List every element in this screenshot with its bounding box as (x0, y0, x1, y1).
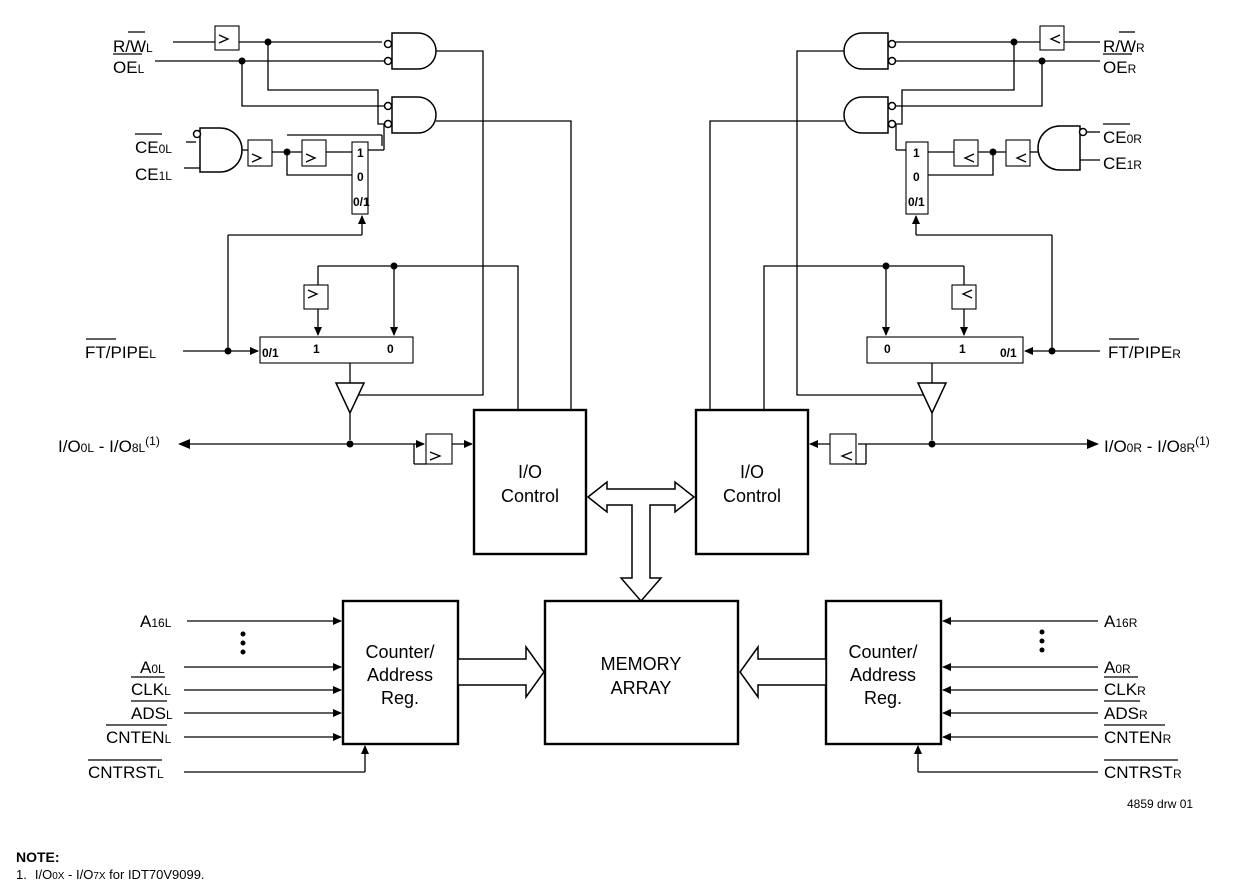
ce-mux-right-sel: 0/1 (908, 195, 925, 209)
and-gate-left-1 (391, 32, 437, 70)
ce-latch-left-2 (301, 139, 327, 167)
output-buffer-left (334, 382, 366, 415)
memory-array-line2: ARRAY (611, 678, 672, 698)
ce-mux-right (905, 141, 929, 215)
note-item: 1.I/O0X - I/O7X for IDT70V9099. (16, 867, 205, 882)
ce-mux-left-in1: 1 (357, 146, 364, 160)
ce0-left-label: CE0L (135, 138, 172, 157)
a0-left-label: A0L (140, 658, 165, 677)
counter-left-line1: Counter/ (365, 642, 434, 662)
ellipsis-dot (1039, 647, 1045, 653)
io-left-label: I/O0L - I/O8L(1) (58, 434, 160, 456)
rw-right-label: R/WR (1103, 37, 1145, 56)
ce-latch-right-2 (953, 139, 979, 167)
ce0-right-label: CE0R (1103, 128, 1142, 147)
pipe-register-right (951, 284, 977, 310)
io-control-right (694, 408, 810, 556)
ftpipe-mux-left-in1: 1 (313, 342, 320, 356)
address-bus-arrow-left (457, 644, 545, 700)
ftpipe-mux-left (259, 336, 414, 364)
counter-right-line2: Address (850, 665, 916, 685)
io-control-left (472, 408, 588, 556)
ads-left-label: ADSL (131, 704, 173, 723)
counter-right-line3: Reg. (864, 688, 902, 708)
ce1-left-label: CE1L (135, 165, 172, 184)
ftpipe-right-label: FT/PIPER (1108, 343, 1181, 362)
ftpipe-mux-right-in0: 0 (884, 342, 891, 356)
cntrst-left-label: CNTRSTL (88, 763, 164, 782)
counter-left-line2: Address (367, 665, 433, 685)
clk-left-label: CLKL (131, 680, 171, 699)
ce-gate-left (199, 127, 243, 173)
ce-latch-right-1 (1005, 139, 1031, 167)
note-title: NOTE: (16, 849, 60, 865)
counter-left-line3: Reg. (381, 688, 419, 708)
and-gate-right-2 (843, 96, 889, 134)
memory-array-line1: MEMORY (601, 654, 682, 674)
counter-address-reg-left (341, 599, 460, 746)
rw-left-label: R/WL (113, 37, 153, 56)
ftpipe-mux-left-sel: 0/1 (262, 346, 279, 360)
left-port: R/WL OEL CE0L CE1L (58, 25, 588, 782)
ads-right-label: ADSR (1104, 704, 1148, 723)
cnten-right-label: CNTENR (1104, 728, 1172, 747)
counter-address-reg-right (824, 599, 943, 746)
cnten-left-label: CNTENL (106, 728, 172, 747)
ellipsis-dot (240, 640, 246, 646)
a0-right-label: A0R (1104, 658, 1131, 677)
io-right-label: I/O0R - I/O8R(1) (1104, 434, 1210, 456)
oe-right-label: OER (1103, 58, 1137, 77)
io-input-latch-right (829, 433, 857, 465)
memory-array (543, 599, 740, 746)
ellipsis-dot (240, 631, 246, 637)
ce-mux-left (351, 141, 369, 215)
counter-right-line1: Counter/ (848, 642, 917, 662)
io-control-left-line1: I/O (518, 462, 542, 482)
ftpipe-mux-left-in0: 0 (387, 342, 394, 356)
ce-mux-left-sel: 0/1 (353, 195, 370, 209)
a16-right-label: A16R (1104, 612, 1138, 631)
ftpipe-mux-right (866, 336, 1024, 364)
pipe-register-left (303, 284, 329, 310)
ftpipe-mux-right-in1: 1 (959, 342, 966, 356)
ce-mux-right-in1: 1 (913, 146, 920, 160)
drawing-id: 4859 drw 01 (1127, 797, 1193, 811)
ce-latch-left-1 (247, 139, 273, 167)
output-buffer-right (916, 382, 948, 415)
ce-gate-right (1037, 125, 1081, 171)
data-bus-arrow (586, 480, 696, 603)
a16-left-label: A16L (140, 612, 172, 631)
ce-mux-left-in0: 0 (357, 170, 364, 184)
ce1-right-label: CE1R (1103, 154, 1142, 173)
right-port: R/WR OER CE0R CE1R (694, 25, 1210, 782)
ce-mux-right-in0: 0 (913, 170, 920, 184)
ftpipe-left-label: FT/PIPEL (85, 343, 156, 362)
and-gate-right-1 (843, 32, 889, 70)
and-gate-left-2 (391, 96, 437, 134)
io-control-left-line2: Control (501, 486, 559, 506)
address-bus-arrow-right (739, 644, 827, 700)
cntrst-right-label: CNTRSTR (1104, 763, 1182, 782)
ellipsis-dot (1039, 638, 1045, 644)
ftpipe-mux-right-sel: 0/1 (1000, 346, 1017, 360)
io-input-latch-left (425, 433, 453, 465)
ellipsis-dot (240, 649, 246, 655)
ellipsis-dot (1039, 629, 1045, 635)
io-control-right-line2: Control (723, 486, 781, 506)
clk-right-label: CLKR (1104, 680, 1146, 699)
center-section: MEMORY ARRAY (457, 480, 827, 746)
io-control-right-line1: I/O (740, 462, 764, 482)
oe-left-label: OEL (113, 58, 145, 77)
